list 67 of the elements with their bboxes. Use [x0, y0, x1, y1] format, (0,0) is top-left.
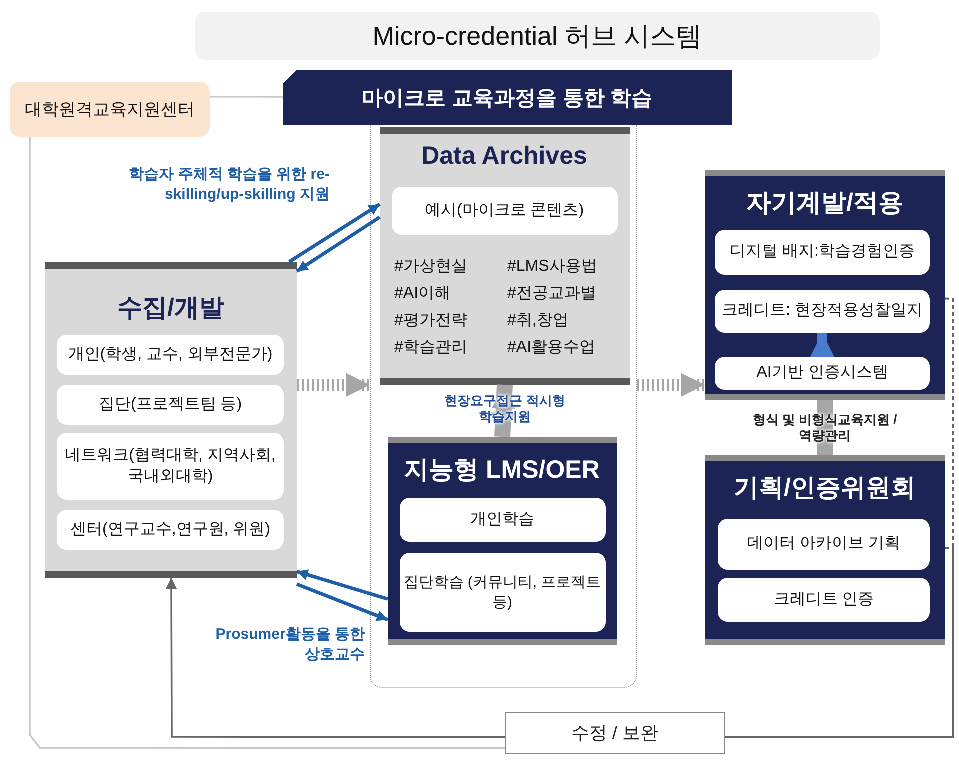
connector-arrow [296, 216, 381, 273]
connector-arrow [166, 578, 505, 738]
hashtag-label: #AI이해 [394, 284, 451, 304]
box-text: 개인(학생, 교수, 외부전문가) [68, 344, 273, 365]
category-panel [380, 127, 630, 385]
connector-line [725, 546, 954, 738]
dotted-frame [370, 125, 637, 688]
category-panel [388, 437, 616, 645]
hashtag-label: #LMS사용법 [508, 257, 598, 277]
connector-line [210, 96, 283, 98]
category-panel [45, 262, 297, 578]
edge-label: Prosumer활동을 통한 상호교수 [215, 625, 365, 664]
box-text: 센터(연구교수,연구원, 위원) [70, 520, 270, 540]
item-box [400, 553, 606, 632]
box-text: 수정 / 보완 [571, 722, 658, 745]
connector-arrow [296, 373, 370, 398]
hashtag-label: #취,창업 [508, 311, 569, 331]
panel-heading: 지능형 LMS/OER [403, 455, 601, 486]
edge-label: 학습자 주체적 학습을 위한 re-skilling/up-skilling 지원 [128, 165, 330, 204]
category-panel [705, 170, 945, 400]
item-box [715, 357, 930, 390]
box-text: 개인학습 [470, 510, 534, 530]
item-box [715, 230, 930, 275]
item-box [57, 385, 284, 425]
item-box [57, 433, 284, 500]
box-text: 대학원격교육지원센터 [25, 99, 195, 121]
panel-heading: Data Archives [420, 142, 588, 171]
connector-line [29, 137, 505, 750]
panel-heading: 자기계발/적용 [746, 188, 904, 219]
item-box [400, 498, 606, 542]
hashtag-label: #평가전략 [394, 311, 468, 331]
box-text: 크레디트: 현장적용성찰일지 [722, 301, 923, 322]
hashtag-label: #전공교과별 [508, 284, 596, 304]
box-text: 네트워크(협력대학, 지역사회, 국내외대학) [64, 446, 277, 486]
hashtag-label: #AI활용수업 [508, 338, 596, 358]
connector-arrow [492, 384, 516, 438]
organization-box [10, 82, 210, 137]
box-text: 크레디트 인증 [774, 590, 874, 610]
item-box [718, 578, 930, 622]
item-box [392, 187, 618, 235]
item-box [718, 519, 930, 570]
connector-arrow [296, 582, 389, 622]
section-banner [283, 70, 732, 125]
box-text: 데이터 아카이브 기획 [748, 534, 900, 554]
title-box: Micro-credential 허브 시스템 [195, 12, 880, 60]
category-panel [705, 455, 945, 645]
connector-arrow [810, 333, 834, 357]
box-text: 예시(마이크로 콘텐츠) [424, 200, 584, 221]
connector-arrow [637, 373, 705, 398]
connector-arrow [296, 570, 388, 601]
item-box [57, 510, 284, 550]
connector-arrow [288, 202, 381, 264]
box-text: 디지털 배지:학습경험인증 [730, 242, 915, 262]
panel-heading: 기획/인증위원회 [733, 473, 917, 504]
hashtag-label: #학습관리 [394, 338, 468, 358]
panel-heading: 수집/개발 [116, 293, 226, 324]
box-text: 마이크로 교육과정을 통한 학습 [362, 86, 653, 112]
item-box [57, 335, 284, 375]
feedback-box [505, 712, 725, 754]
edge-label: 현장요구접근 적시형 학습지원 [444, 393, 566, 426]
hashtag-label: #가상현실 [394, 257, 468, 277]
box-text: 집단학습 (커뮤니티, 프로젝트 등) [404, 573, 602, 612]
item-box [715, 290, 930, 333]
box-text: AI기반 인증시스템 [756, 363, 888, 384]
box-text: 집단(프로젝트팀 등) [98, 394, 242, 415]
connector-line [725, 298, 954, 738]
edge-label: 형식 및 비형식교육지원 /역량관리 [752, 412, 898, 444]
